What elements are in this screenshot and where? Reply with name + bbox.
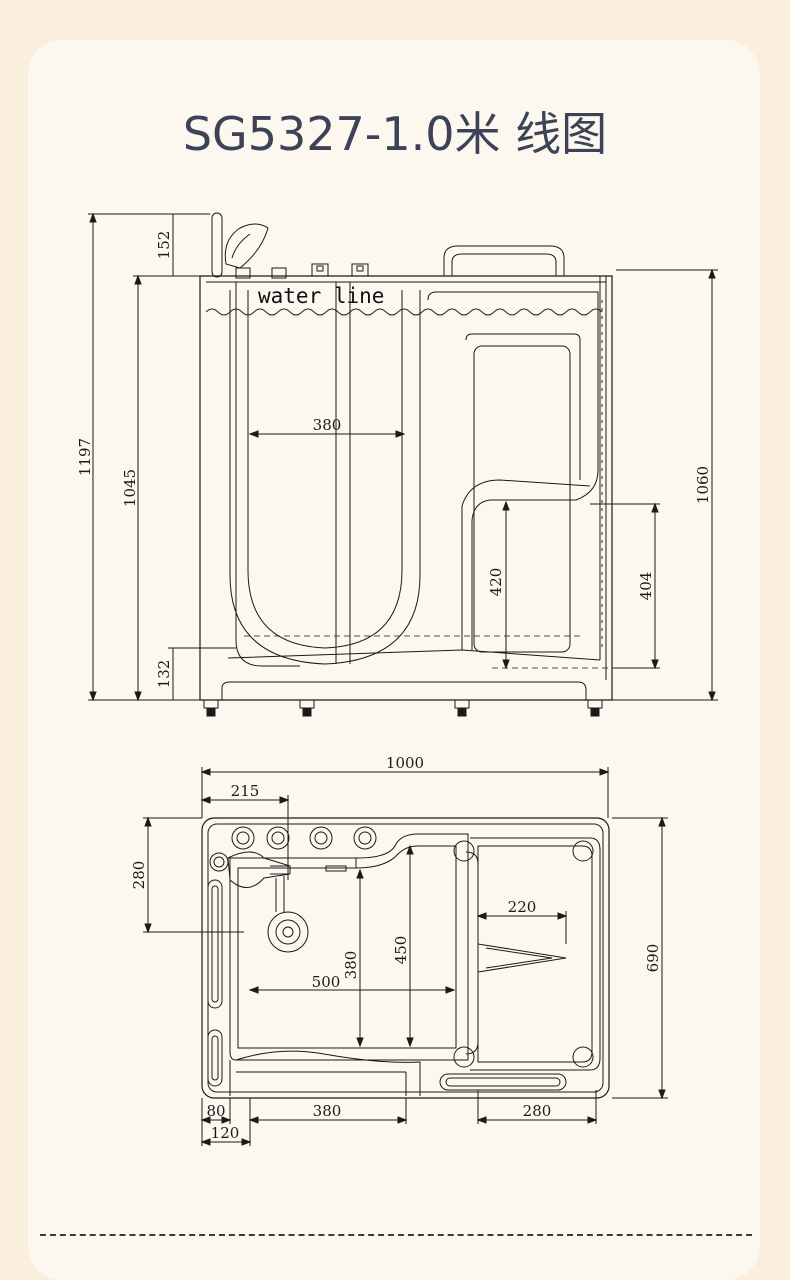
top-view (143, 767, 668, 1146)
side-view (88, 212, 718, 717)
dim-base: 132 (155, 660, 173, 689)
water-line-label: water line (258, 284, 384, 308)
page-title: SG5327-1.0米 线图 (182, 107, 608, 161)
content-card (28, 40, 760, 1280)
dim-total-height: 1197 (76, 438, 94, 476)
dim-rim-height: 1045 (121, 469, 139, 507)
dim-seat-width: 220 (508, 898, 537, 916)
dim-edge-total: 120 (211, 1124, 240, 1142)
dim-inner-depth: 450 (392, 936, 410, 965)
dim-footwell-length: 500 (312, 973, 341, 991)
dim-inner-width: 380 (313, 416, 342, 434)
dim-seat-length: 280 (523, 1102, 552, 1120)
dim-handshower: 152 (155, 231, 173, 260)
dim-seat-right: 404 (637, 572, 655, 601)
dim-faucet-offset: 215 (231, 782, 260, 800)
dim-overall-length: 1000 (386, 754, 424, 772)
dim-door-width: 380 (313, 1102, 342, 1120)
dim-right-height: 1060 (694, 466, 712, 504)
dim-overall-width: 690 (644, 944, 662, 973)
dim-rim-left: 80 (206, 1102, 225, 1120)
dim-seat-height: 420 (487, 568, 505, 597)
dashed-divider (40, 1234, 752, 1236)
dim-footwell-depth: 380 (342, 951, 360, 980)
dim-drain-offset: 280 (130, 861, 148, 890)
